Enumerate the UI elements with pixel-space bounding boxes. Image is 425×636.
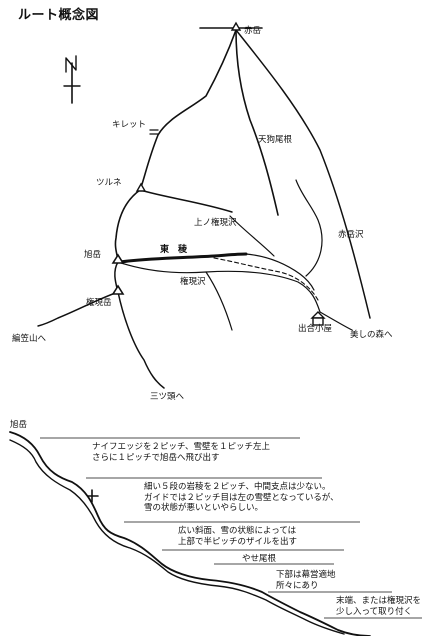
profile-note-4: やせ尾根 — [242, 554, 277, 564]
akadake-peak-icon — [230, 21, 242, 31]
hut-icon — [310, 311, 326, 326]
gongendake-peak-icon — [111, 284, 125, 295]
label-tengu-one: 天狗尾根 — [258, 135, 293, 145]
peak-label-kirette: キレット — [112, 120, 147, 130]
profile-divider-lines — [40, 437, 422, 619]
east-ridge — [117, 215, 353, 331]
profile-note-2: 細い５段の岩稜を２ピッチ、中間支点は少ない。 ガイドでは２ピッチ目は左の雪壁とな… — [144, 482, 339, 514]
peak-label-gongendake: 権現岳 — [86, 298, 112, 308]
north-arrow-icon — [63, 55, 81, 104]
asahidake-peak-icon — [111, 253, 125, 264]
label-amigasayama: 編笠山へ — [12, 334, 47, 344]
main-ridge — [37, 27, 371, 389]
label-higashi-ryo: 東 稜 — [160, 245, 188, 255]
peak-label-asahidake: 旭岳 — [84, 250, 102, 260]
profile-top-label: 旭岳 — [10, 420, 28, 430]
label-akadakesawa: 赤岳沢 — [338, 230, 364, 240]
profile-note-6: 末端、または権現沢を 少し入って取り付く — [336, 596, 422, 617]
peak-label-tsurune: ツルネ — [96, 178, 122, 188]
peak-label-akadake: 赤岳 — [244, 26, 262, 36]
tsurune-peak-icon — [135, 182, 147, 192]
diagram-title: ルート概念図 — [18, 8, 100, 23]
ridge-profile — [9, 431, 371, 636]
profile-note-1: ナイフエッジを２ピッチ、雪壁を１ピッチ左上 さらに１ピッチで旭岳へ飛び出す — [92, 442, 270, 463]
profile-note-3: 広い斜面、雪の状態によっては 上部で半ピッチのザイルを出す — [178, 526, 298, 547]
label-utsukushi-no-mori: 美しの森へ — [350, 330, 393, 340]
label-mitsugashira: 三ツ頭へ — [150, 392, 185, 402]
label-gongensawa: 権現沢 — [180, 277, 206, 287]
label-kami-no-gongensawa: 上ノ権現沢 — [194, 218, 237, 228]
profile-note-5: 下部は幕営適地 所々にあり — [276, 570, 336, 591]
label-deai-goya: 出合小屋 — [298, 324, 333, 334]
